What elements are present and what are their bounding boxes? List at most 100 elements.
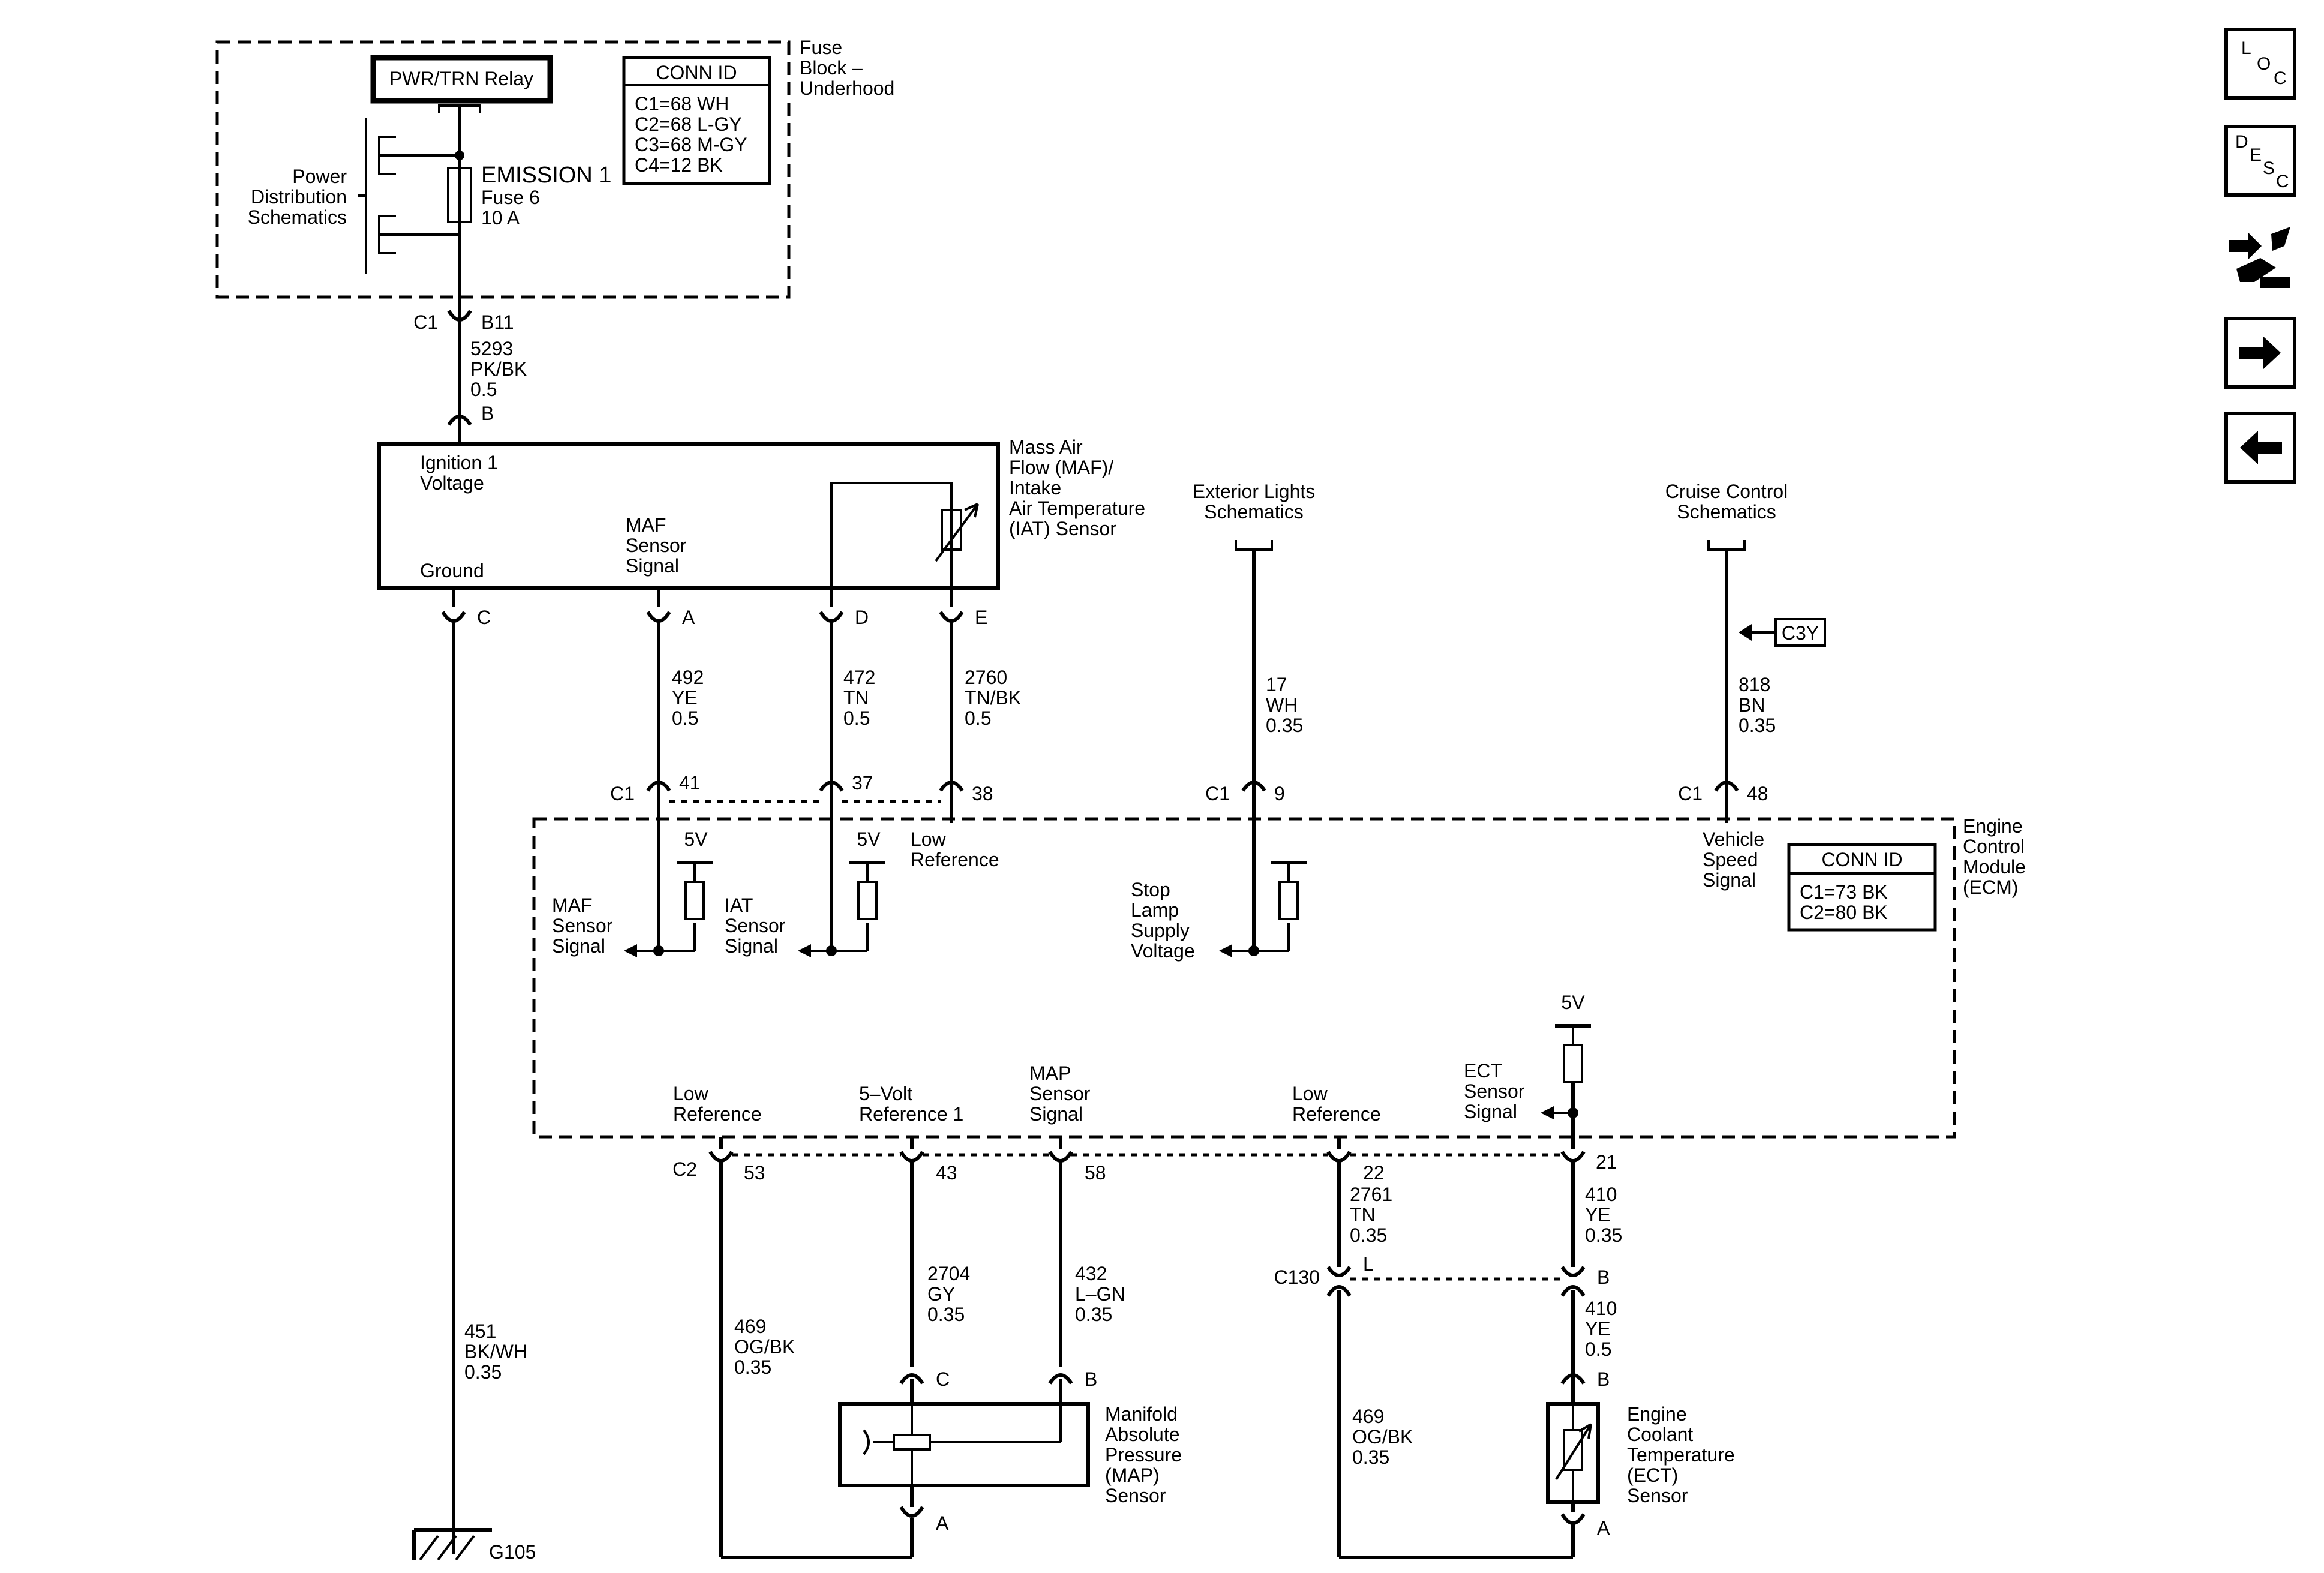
- wire-2761-size: 0.35: [1350, 1224, 1387, 1246]
- ecm-conn-id-1: C1=73 BK: [1800, 881, 1888, 903]
- ecm-map-signal-2: Sensor: [1029, 1083, 1091, 1104]
- wire-2761-color: TN: [1350, 1204, 1376, 1226]
- wire-5293: 5293 PK/BK 0.5: [470, 338, 527, 400]
- fuse-conn-id-4: C4=12 BK: [635, 154, 723, 176]
- wire-410a-number: 410: [1585, 1184, 1617, 1205]
- ecm-maf-5v: 5V: [684, 828, 708, 850]
- ecm-low-ref-top-2: Reference: [911, 849, 999, 870]
- power-dist-3: Schematics: [248, 206, 347, 228]
- desc-letter-e: E: [2250, 145, 2262, 165]
- maf-name-2: Flow (MAF)/: [1009, 457, 1113, 478]
- ecm-c1-label-2: C1: [1205, 783, 1230, 804]
- iat-thermistor: [941, 509, 962, 551]
- loc-letter-l: L: [2241, 38, 2251, 58]
- ecm-pin-58: 58: [1085, 1162, 1106, 1184]
- ecm-map-signal-1: MAP: [1029, 1062, 1071, 1084]
- ect-sensor: B A Engine Coolant Temperature (ECT) Sen…: [1546, 1368, 1735, 1557]
- ecm-iat-signal-2: Sensor: [725, 915, 786, 936]
- ecm-low-ref-top-1: Low: [911, 828, 947, 850]
- ecm-low-ref-2-b: Reference: [1292, 1103, 1381, 1125]
- map-sensor: C B A Manifold Absolute Pressure (MAP) S…: [838, 1368, 1182, 1557]
- description-button[interactable]: D E S C: [2224, 125, 2296, 197]
- ecm-stop-lamp-1: Stop: [1131, 879, 1170, 900]
- ecm-stop-lamp-3: Supply: [1131, 920, 1190, 941]
- wire-410b-number: 410: [1585, 1298, 1617, 1319]
- wire-818-number: 818: [1739, 674, 1770, 695]
- map-name-4: (MAP): [1105, 1464, 1160, 1486]
- c130-pin-l: L: [1363, 1253, 1374, 1275]
- wire-410b: 410 YE 0.5: [1585, 1298, 1617, 1360]
- ecm-map-signal-3: Signal: [1029, 1103, 1083, 1125]
- location-button[interactable]: L O C: [2224, 28, 2296, 100]
- desc-letter-c: C: [2276, 172, 2289, 191]
- ecm-pin-53: 53: [744, 1162, 765, 1184]
- diagnostic-tools-icon: [2229, 227, 2290, 288]
- previous-page-button[interactable]: [2224, 412, 2296, 484]
- ecm-pin-41: 41: [679, 772, 701, 794]
- ecm-c2-connectors: C2 53 43 58 22 21: [672, 1137, 1617, 1184]
- wire-2760: 2760 TN/BK 0.5: [965, 667, 1021, 729]
- ect-name-5: Sensor: [1627, 1485, 1688, 1506]
- fuse-conn-id-2: C2=68 L-GY: [635, 113, 742, 135]
- map-name-5: Sensor: [1105, 1485, 1166, 1506]
- wire-17-color: WH: [1266, 694, 1298, 716]
- wire-469a-color: OG/BK: [734, 1336, 795, 1358]
- ect-pin-a: A: [1597, 1517, 1610, 1539]
- exterior-lights-ref: Exterior Lights Schematics 17 WH 0.35: [1193, 481, 1315, 791]
- ect-pin-b: B: [1597, 1368, 1610, 1390]
- next-page-button[interactable]: [2224, 317, 2296, 389]
- c3y-box: [1774, 618, 1826, 647]
- wire-492: 492 YE 0.5: [672, 667, 704, 729]
- wire-2704-size: 0.35: [927, 1304, 965, 1325]
- c3y-label: C3Y: [1782, 622, 1819, 644]
- ecm-vss-3: Signal: [1703, 869, 1756, 891]
- ecm-c1-label-3: C1: [1678, 783, 1703, 804]
- fuse-conn-id-3: C3=68 M-GY: [635, 134, 747, 155]
- wire-410a-color: YE: [1585, 1204, 1611, 1226]
- wire-410a: 410 YE 0.35: [1585, 1184, 1622, 1246]
- wire-818-size: 0.35: [1739, 715, 1776, 736]
- maf-name-1: Mass Air: [1009, 436, 1083, 458]
- maf-pin-a: A: [682, 607, 695, 628]
- fuse-conn-id-1: C1=68 WH: [635, 93, 729, 115]
- arrow-left-icon: [2240, 431, 2282, 464]
- wire-469a: 469 OG/BK 0.35: [734, 1316, 795, 1378]
- wire-410b-size: 0.5: [1585, 1338, 1611, 1360]
- map-name-3: Pressure: [1105, 1444, 1182, 1466]
- fuse-block-title-1: Fuse: [800, 37, 842, 58]
- ecm-name-1: Engine: [1963, 815, 2023, 837]
- maf-pins: C A D E: [441, 588, 987, 628]
- ecm-pin-21: 21: [1596, 1151, 1617, 1173]
- ecm-low-ref-1-b: Reference: [673, 1103, 762, 1125]
- ecm-vss-2: Speed: [1703, 849, 1758, 870]
- wire-451-size: 0.35: [464, 1361, 502, 1383]
- ecm-low-ref-1-a: Low: [673, 1083, 709, 1104]
- maf-input-pin: B: [481, 403, 494, 424]
- c130-label: C130: [1274, 1266, 1320, 1288]
- wire-5293-color: PK/BK: [470, 358, 527, 380]
- wire-472-size: 0.5: [843, 707, 870, 729]
- ecm-maf-signal-2: Sensor: [552, 915, 613, 936]
- conn-c1-label: C1: [413, 311, 438, 333]
- relay-box: [370, 55, 553, 104]
- wire-432-number: 432: [1075, 1263, 1107, 1284]
- c130-pin-b: B: [1597, 1266, 1610, 1288]
- wire-469a-number: 469: [734, 1316, 766, 1337]
- fuse-name: EMISSION 1: [481, 163, 612, 188]
- ecm-c2-label: C2: [672, 1158, 697, 1180]
- ecm-pin-48: 48: [1747, 783, 1768, 804]
- ecm-5v-ref-a: 5–Volt: [859, 1083, 912, 1104]
- maf-pin-e: E: [975, 607, 987, 628]
- ecm-conn-id-title: CONN ID: [1821, 849, 1902, 870]
- exterior-lights-2: Schematics: [1204, 501, 1303, 523]
- ecm-iat-signal-1: IAT: [725, 894, 753, 916]
- fuse-block: Fuse Block – Underhood PWR/TRN Relay CON…: [215, 37, 894, 319]
- maf-signal-1: MAF: [626, 514, 666, 536]
- ecm-name-4: (ECM): [1963, 876, 2018, 898]
- wire-2760-size: 0.5: [965, 707, 991, 729]
- wire-469b-color: OG/BK: [1352, 1426, 1413, 1448]
- desc-letter-d: D: [2235, 132, 2248, 152]
- wire-451-number: 451: [464, 1320, 496, 1342]
- diagnostic-tools-button[interactable]: [2224, 222, 2296, 294]
- relay-label: PWR/TRN Relay: [389, 68, 533, 89]
